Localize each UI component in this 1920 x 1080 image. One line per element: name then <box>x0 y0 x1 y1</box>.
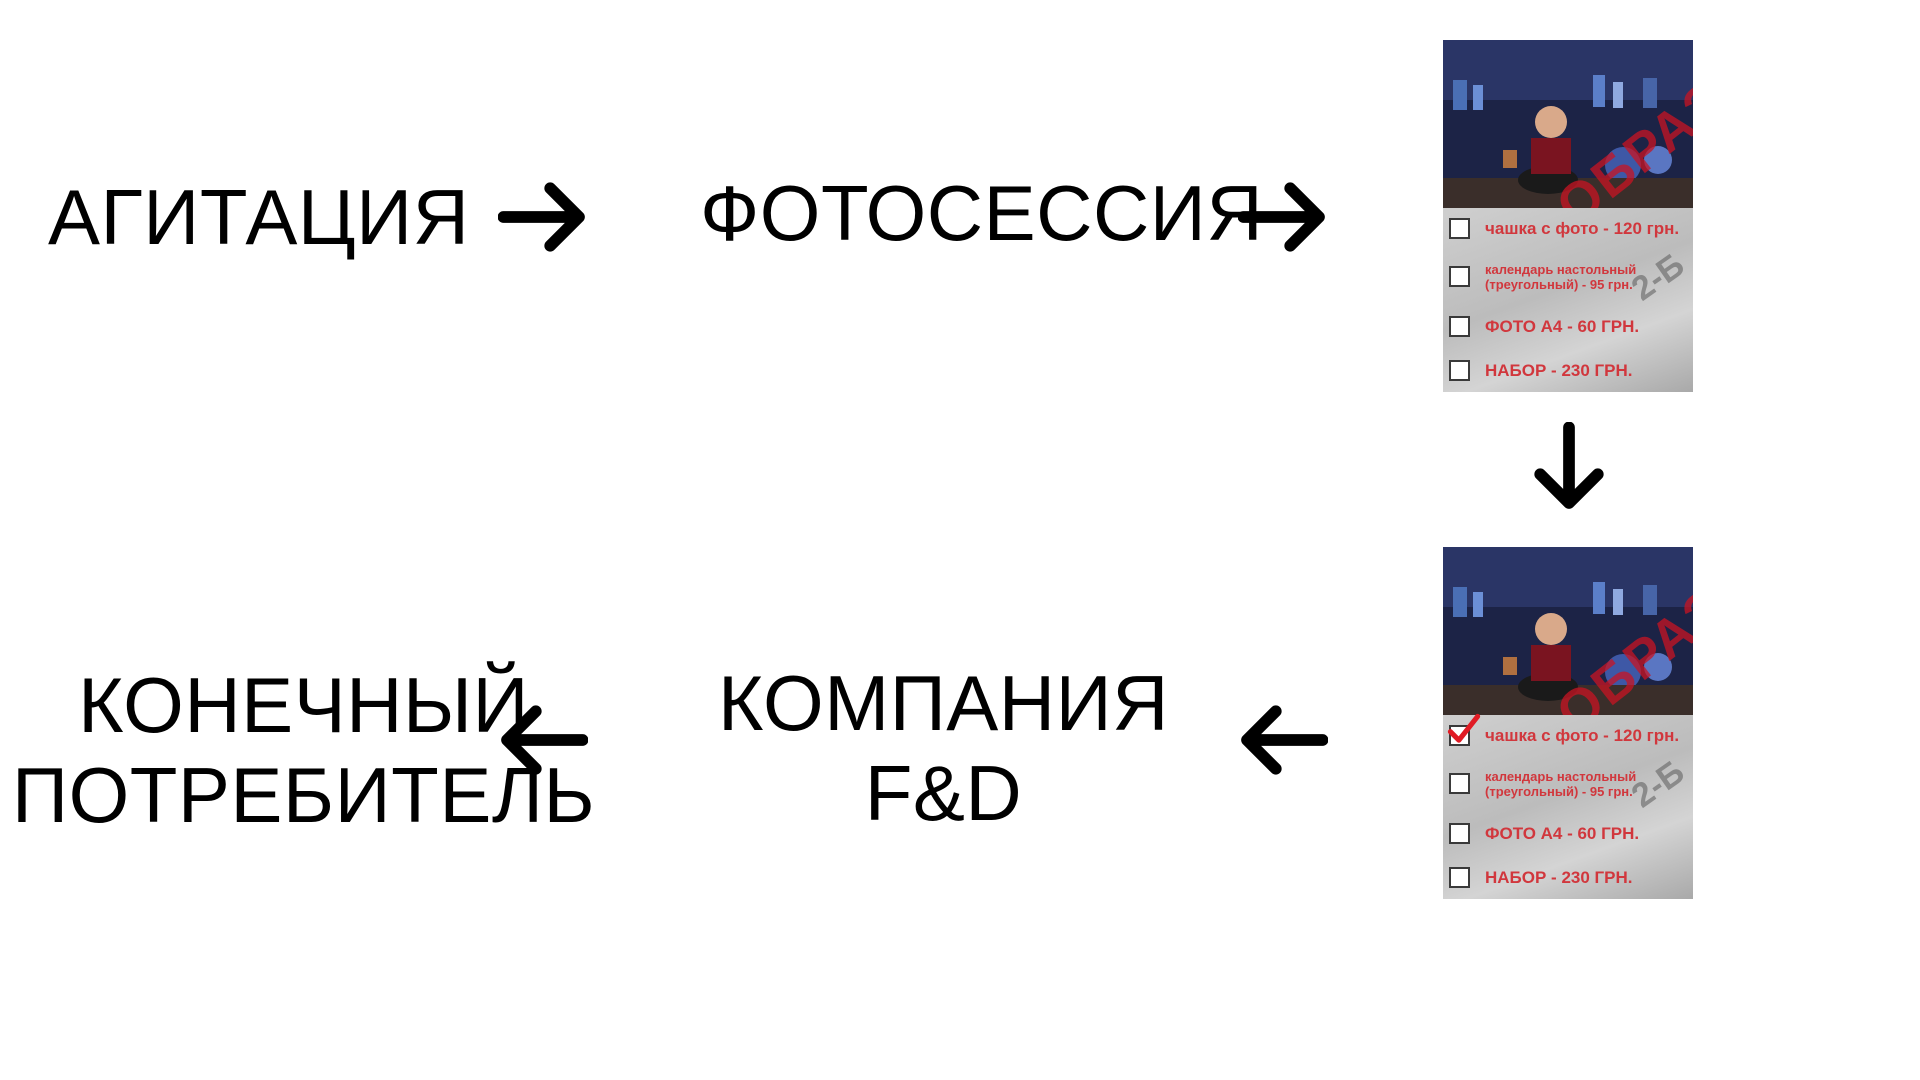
option-calendar[interactable]: календарь настольный (треугольный) - 95 … <box>1443 767 1693 801</box>
step-agitation: АГИТАЦИЯ <box>48 172 470 262</box>
option-list: 2-Б чашка с фото - 120 грн. календарь на… <box>1443 713 1693 899</box>
option-label-line1: календарь настольный <box>1485 769 1637 784</box>
option-label: чашка с фото - 120 грн. <box>1485 219 1680 238</box>
option-photo-a4[interactable]: ФОТО А4 - 60 ГРН. <box>1443 817 1693 851</box>
order-form-blank: ОБРАЗЕЦ 2-Б чашка с фото - 120 грн. кале… <box>1443 40 1693 392</box>
checkbox[interactable] <box>1449 218 1470 239</box>
step-photosession: ФОТОСЕССИЯ <box>700 168 1263 258</box>
arrow-down-icon <box>1524 422 1614 512</box>
checkbox[interactable] <box>1449 773 1470 794</box>
option-list: 2-Б чашка с фото - 120 грн. календарь на… <box>1443 208 1693 392</box>
step-consumer-line2: ПОТРЕБИТЕЛЬ <box>12 751 596 840</box>
option-photo-a4[interactable]: ФОТО А4 - 60 ГРН. <box>1443 310 1693 344</box>
checkbox[interactable] <box>1449 360 1470 381</box>
sample-photo: ОБРАЗЕЦ <box>1443 40 1693 237</box>
checkbox[interactable] <box>1449 266 1470 287</box>
step-company: КОМПАНИЯ F&D <box>718 658 1169 839</box>
option-label: календарь настольный (треугольный) - 95 … <box>1485 769 1636 799</box>
option-label-line1: календарь настольный <box>1485 262 1637 277</box>
option-set[interactable]: НАБОР - 230 ГРН. <box>1443 354 1693 388</box>
checkbox[interactable] <box>1449 823 1470 844</box>
step-photosession-label: ФОТОСЕССИЯ <box>700 169 1264 257</box>
checkmark-icon <box>1447 713 1481 747</box>
option-label: НАБОР - 230 ГРН. <box>1485 361 1633 380</box>
option-set[interactable]: НАБОР - 230 ГРН. <box>1443 861 1693 895</box>
option-label: НАБОР - 230 ГРН. <box>1485 868 1633 887</box>
step-consumer: КОНЕЧНЫЙ ПОТРЕБИТЕЛЬ <box>12 660 595 841</box>
option-calendar[interactable]: календарь настольный (треугольный) - 95 … <box>1443 260 1693 294</box>
checkbox[interactable] <box>1449 316 1470 337</box>
option-label-line2: (треугольный) - 95 грн. <box>1485 784 1633 799</box>
order-form-filled: ОБРАЗЕЦ 2-Б чашка с фото - 120 грн. кале… <box>1443 547 1693 899</box>
option-label: чашка с фото - 120 грн. <box>1485 726 1680 745</box>
arrow-right-icon <box>1238 172 1328 262</box>
step-agitation-label: АГИТАЦИЯ <box>48 173 470 261</box>
option-label: календарь настольный (треугольный) - 95 … <box>1485 262 1636 292</box>
option-mug[interactable]: чашка с фото - 120 грн. <box>1443 212 1693 246</box>
step-consumer-line1: КОНЕЧНЫЙ <box>78 661 530 749</box>
option-label: ФОТО А4 - 60 ГРН. <box>1485 824 1640 843</box>
option-mug[interactable]: чашка с фото - 120 грн. <box>1443 713 1693 753</box>
arrow-right-icon <box>498 172 588 262</box>
sample-photo: ОБРАЗЕЦ <box>1443 547 1693 744</box>
checkbox[interactable] <box>1449 867 1470 888</box>
step-company-line1: КОМПАНИЯ <box>718 659 1170 747</box>
step-company-line2: F&D <box>864 749 1023 838</box>
arrow-left-icon <box>1238 695 1328 785</box>
option-label-line2: (треугольный) - 95 грн. <box>1485 277 1633 292</box>
option-label: ФОТО А4 - 60 ГРН. <box>1485 317 1640 336</box>
arrow-left-icon <box>498 695 588 785</box>
